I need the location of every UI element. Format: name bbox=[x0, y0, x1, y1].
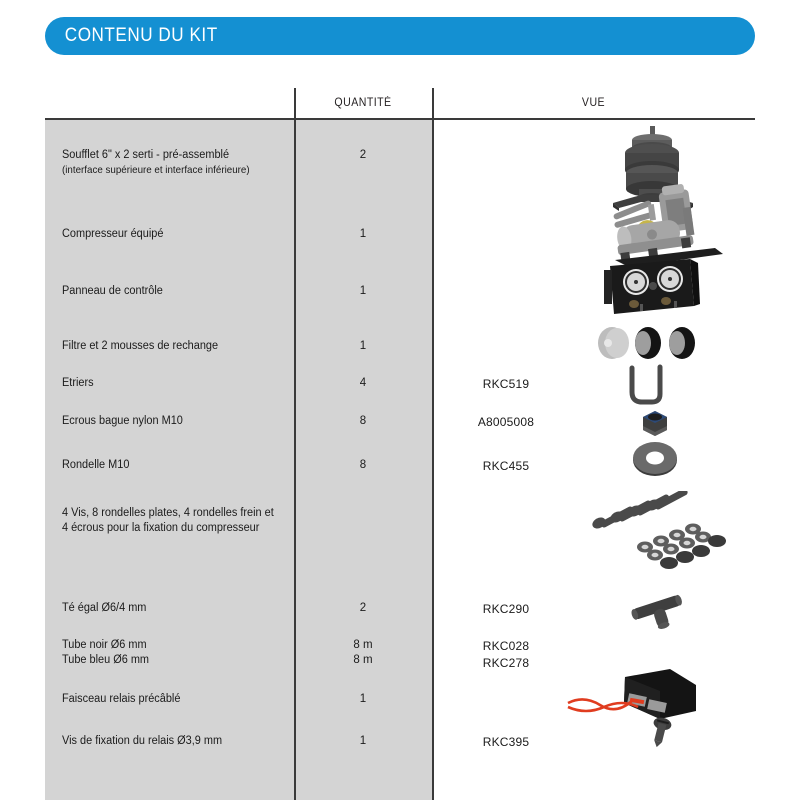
header-rule bbox=[45, 118, 755, 120]
row-description: Compresseur équipé bbox=[62, 227, 279, 242]
row-description-main: Soufflet 6" x 2 serti - pré-assemblé bbox=[62, 149, 230, 161]
table-body-background bbox=[45, 120, 432, 800]
row-description: Té égal Ø6/4 mm bbox=[62, 601, 279, 616]
relay-harness-icon bbox=[560, 659, 710, 734]
row-quantity-main: 8 m bbox=[353, 639, 373, 651]
row-reference-main: RKC028 bbox=[482, 639, 530, 653]
control-panel-icon bbox=[590, 254, 715, 329]
row-description: 4 Vis, 8 rondelles plates, 4 rondelles f… bbox=[62, 506, 279, 536]
row-reference: RKC519 bbox=[482, 377, 530, 391]
kit-contents-table: QUANTITÉ VUE Soufflet 6" x 2 serti - pré… bbox=[45, 88, 755, 800]
column-header-quantity: QUANTITÉ bbox=[334, 97, 392, 109]
row-description: Etriers bbox=[62, 376, 279, 391]
u-bracket-icon bbox=[620, 364, 680, 409]
air-bellows-icon bbox=[595, 123, 715, 213]
row-description: Ecrous bague nylon M10 bbox=[62, 414, 279, 429]
row-description: Panneau de contrôle bbox=[62, 284, 279, 299]
row-reference: RKC455 bbox=[482, 459, 530, 473]
row-quantity: 4 bbox=[359, 377, 367, 389]
row-description-main: Tube noir Ø6 mm bbox=[62, 639, 147, 651]
tee-fitting-icon bbox=[625, 589, 695, 634]
row-description-main: Vis de fixation du relais Ø3,9 mm bbox=[62, 735, 223, 747]
table-header-row: QUANTITÉ VUE bbox=[45, 88, 755, 118]
row-description-main: Etriers bbox=[62, 377, 94, 389]
row-quantity: 8 bbox=[359, 459, 367, 471]
row-description-main: Compresseur équipé bbox=[62, 228, 164, 240]
washer-icon bbox=[625, 438, 685, 483]
row-quantity: 1 bbox=[359, 228, 367, 240]
row-quantity: 1 bbox=[359, 340, 367, 352]
column-header-view: VUE bbox=[581, 97, 606, 109]
row-description-main: 4 Vis, 8 rondelles plates, 4 rondelles f… bbox=[62, 507, 274, 534]
row-description: Tube noir Ø6 mm Tube bleu Ø6 mm bbox=[62, 638, 279, 668]
row-quantity: 1 bbox=[359, 693, 367, 705]
row-description-main: Té égal Ø6/4 mm bbox=[62, 602, 147, 614]
row-reference: A8005008 bbox=[477, 415, 535, 429]
row-description-sub: (interface supérieure et interface infér… bbox=[62, 165, 250, 176]
relay-screw-icon bbox=[640, 712, 685, 757]
page-title: CONTENU DU KIT bbox=[64, 25, 218, 46]
row-description-main: Filtre et 2 mousses de rechange bbox=[62, 340, 219, 352]
row-quantity: 1 bbox=[359, 735, 367, 747]
row-description: Filtre et 2 mousses de rechange bbox=[62, 339, 279, 354]
column-divider-right bbox=[432, 88, 434, 800]
row-quantity: 1 bbox=[359, 285, 367, 297]
row-reference: RKC290 bbox=[482, 602, 530, 616]
column-divider-left bbox=[294, 88, 296, 800]
screws-washers-nuts-icon bbox=[575, 491, 735, 571]
row-description-main: Rondelle M10 bbox=[62, 459, 130, 471]
row-description-main: Ecrous bague nylon M10 bbox=[62, 415, 183, 427]
row-quantity: 8 m 8 m bbox=[294, 638, 432, 668]
row-reference: RKC395 bbox=[482, 735, 530, 749]
row-quantity: 2 bbox=[359, 149, 367, 161]
row-reference-sub: RKC278 bbox=[482, 656, 530, 670]
row-quantity: 8 bbox=[359, 415, 367, 427]
row-quantity: 2 bbox=[359, 602, 367, 614]
nylon-lock-nut-icon bbox=[630, 406, 680, 446]
row-description: Faisceau relais précâblé bbox=[62, 692, 279, 707]
row-description-main: Panneau de contrôle bbox=[62, 285, 163, 297]
row-reference: RKC028 RKC278 bbox=[442, 638, 570, 672]
row-description-main: Faisceau relais précâblé bbox=[62, 693, 181, 705]
page-header-banner: CONTENU DU KIT bbox=[45, 17, 755, 55]
row-description: Soufflet 6" x 2 serti - pré-assemblé (in… bbox=[62, 148, 279, 178]
row-quantity-sub: 8 m bbox=[353, 654, 373, 666]
row-description: Vis de fixation du relais Ø3,9 mm bbox=[62, 734, 279, 749]
row-description-sub: Tube bleu Ø6 mm bbox=[62, 654, 150, 666]
filter-foam-icon bbox=[590, 316, 710, 371]
row-description: Rondelle M10 bbox=[62, 458, 279, 473]
compressor-icon bbox=[585, 182, 725, 267]
